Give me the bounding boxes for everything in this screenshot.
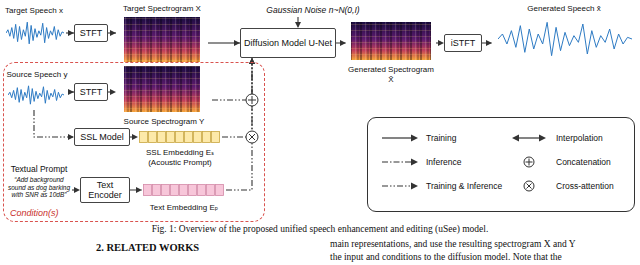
box-label: STFT [80,87,103,97]
signal-label: Source Speech y [7,70,68,80]
legend-entry: Interpolation [510,132,603,144]
connector-arrow [208,42,240,43]
process-box: Text Encoder [80,177,130,203]
box-label: SSL Model [80,132,124,142]
connector-arrow [482,42,492,43]
signal-label: Generated Speech x̂ [527,4,600,14]
embedding-cells [139,131,220,143]
box-label: STFT [80,28,103,38]
connector-arrow [130,189,142,190]
spectrogram-label: Source Spectrogram Y [124,117,205,127]
legend-sample [380,156,420,168]
connector-arrow [212,58,252,100]
connector-arrow [297,17,298,28]
legend-sample [380,180,420,192]
waveform [8,86,64,104]
figure-caption: Fig. 1: Overview of the proposed unified… [0,224,640,235]
spectrogram-image [351,22,431,60]
legend-sample [510,180,550,192]
legend-text: Inference [426,157,461,167]
process-box: STFT [74,83,108,101]
spectrogram-image [124,66,200,112]
embedding-label: Text Embedding Eₚ [150,203,218,213]
legend-box: TrainingInferenceTraining & Inference Int… [367,117,635,212]
embedding-label: SSL Embedding Eₛ (Acoustic Prompt) [138,148,222,167]
model-box: Diffusion Model U-Net [240,28,336,58]
legend-sample [510,156,550,168]
embedding: SSL Embedding Eₛ (Acoustic Prompt) [138,131,222,167]
region-label: Condition(s) [10,208,59,218]
connector-arrow [72,189,80,190]
box-label: Text Encoder [84,180,126,200]
spectrogram-image [124,17,200,62]
connector-arrow [108,91,116,92]
prompt-heading: Textual Prompt [11,164,68,174]
process-box: SSL Model [74,128,130,146]
spectrogram: Target Spectrogram X [116,4,208,62]
connector-arrow [34,110,74,137]
legend-entry: Training & Inference [380,180,502,192]
waveform [498,22,632,55]
speech-waveform: Generated Speech x̂ [492,4,636,62]
connector-arrow [226,58,252,190]
box-label: iSTFT [451,38,476,48]
process-box: iSTFT [444,34,482,52]
legend-entry: Cross-attention [510,180,614,192]
embedding-cells [143,184,224,196]
spectrogram: Generated Spectrogram X̂ [346,22,436,84]
connector-arrow [108,32,116,33]
legend-text: Training & Inference [426,181,502,191]
text-prompt: Textual Prompt “Add background sound as d… [6,164,72,208]
legend-sample [510,132,550,144]
connector-arrow [130,136,138,137]
node-note: “Add background sound as dog barking wit… [6,176,72,199]
signal-label: Target Speech x [5,6,63,16]
body-text: the input and conditions to the diffusio… [330,252,562,263]
legend-entry: Training [380,132,456,144]
speech-waveform: Source Speech y [6,70,68,110]
condition-region: Condition(s) Source Speech y STFT Source Sp… [3,62,265,222]
embedding: Text Embedding Eₚ [142,184,226,212]
legend-text: Concatenation [556,157,611,167]
process-box: STFT [74,24,108,42]
noise-label: Gaussian Noise n~N(0,I) [266,5,359,15]
spectrogram-label: Target Spectrogram X [123,4,201,14]
connector-arrow [436,42,444,43]
legend-text: Cross-attention [556,181,614,191]
box-label: Diffusion Model U-Net [244,38,332,48]
spectrogram-label: Generated Spectrogram X̂ [346,65,436,84]
connector-arrow [66,32,74,33]
waveform [6,22,64,44]
concatenation-symbol [246,94,258,106]
connector-arrow [336,42,346,43]
legend-text: Interpolation [556,133,603,143]
noise-input: Gaussian Noise n~N(0,I) [248,3,378,17]
legend-sample [380,132,420,144]
speech-waveform: Target Speech x [2,6,66,48]
legend-entry: Concatenation [510,156,611,168]
legend-entry: Inference [380,156,461,168]
section-heading: 2. RELATED WORKS [96,242,199,253]
spectrogram: Source Spectrogram Y [116,66,212,126]
legend-text: Training [426,133,456,143]
cross-attention-symbol [246,131,258,143]
body-text: main representations, and use the result… [330,239,576,250]
